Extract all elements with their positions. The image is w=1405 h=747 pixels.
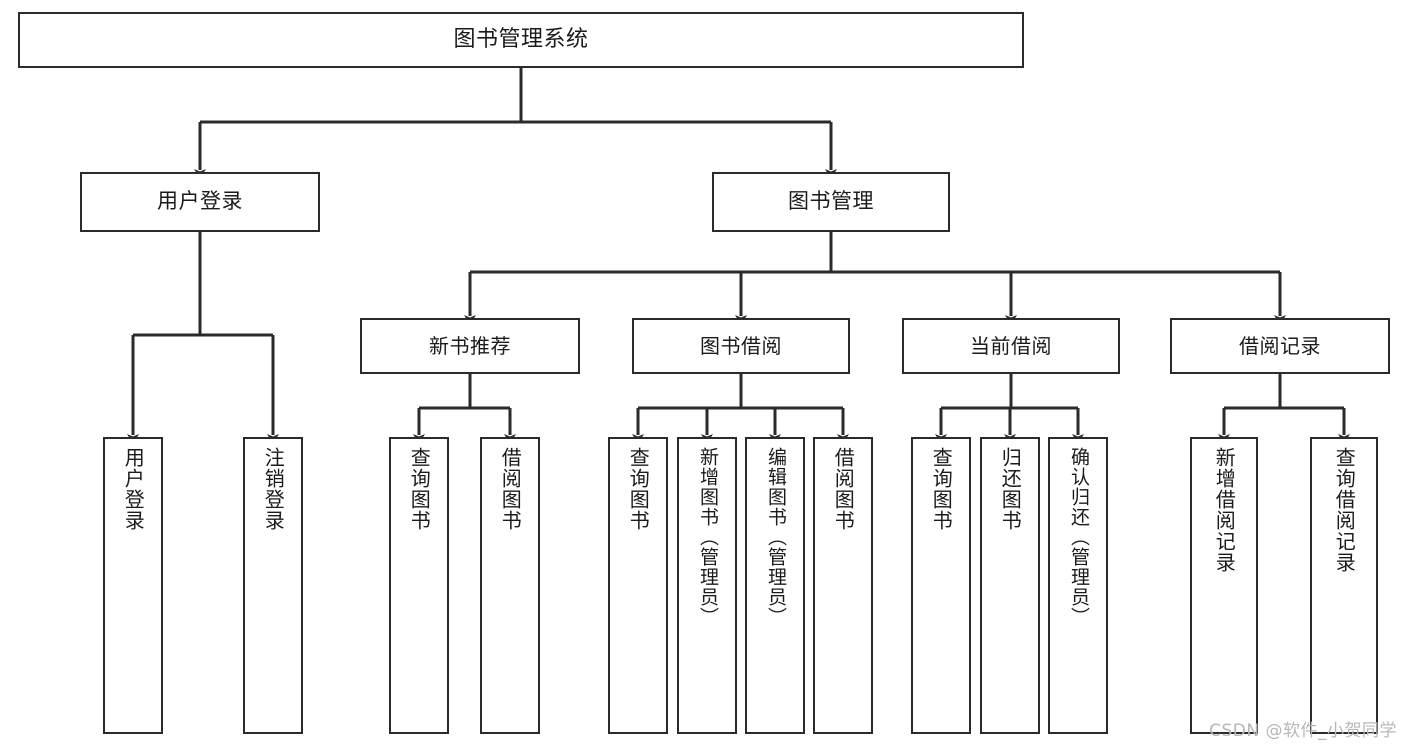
node-leaf-confirm-return[interactable]: 确认归还（管理员）	[1048, 437, 1108, 734]
node-leaf-query-book-3[interactable]: 查询图书	[911, 437, 971, 734]
node-leaf-user-logout[interactable]: 注销登录	[243, 437, 303, 734]
node-borrow-record[interactable]: 借阅记录	[1170, 318, 1390, 374]
node-leaf-query-book-2[interactable]: 查询图书	[608, 437, 668, 734]
node-leaf-query-record[interactable]: 查询借阅记录	[1310, 437, 1378, 734]
node-label: 借阅图书	[831, 447, 856, 531]
node-label: 归还图书	[998, 447, 1023, 531]
node-leaf-add-book[interactable]: 新增图书（管理员）	[677, 437, 737, 734]
node-user-login[interactable]: 用户登录	[80, 172, 320, 232]
node-leaf-borrow-book-2[interactable]: 借阅图书	[813, 437, 873, 734]
node-leaf-user-login[interactable]: 用户登录	[103, 437, 163, 734]
node-label: 查询图书	[407, 447, 432, 531]
node-label: 图书管理系统	[453, 26, 589, 52]
node-label: 查询图书	[626, 447, 651, 531]
node-label: 当前借阅	[970, 334, 1052, 358]
node-label: 查询图书	[929, 447, 954, 531]
node-book-manage[interactable]: 图书管理	[712, 172, 950, 232]
node-label: 注销登录	[261, 447, 286, 531]
node-label: 用户登录	[157, 189, 243, 214]
node-book-borrow[interactable]: 图书借阅	[632, 318, 850, 374]
node-label: 新书推荐	[429, 334, 511, 358]
node-leaf-edit-book[interactable]: 编辑图书（管理员）	[745, 437, 805, 734]
watermark-text: CSDN @软件_小贺同学	[1209, 721, 1397, 741]
node-label: 借阅记录	[1239, 334, 1321, 358]
node-label: 查询借阅记录	[1332, 447, 1357, 573]
node-label: 确认归还（管理员）	[1067, 447, 1090, 627]
node-leaf-add-record[interactable]: 新增借阅记录	[1190, 437, 1258, 734]
node-label: 借阅图书	[498, 447, 523, 531]
node-leaf-borrow-book-1[interactable]: 借阅图书	[480, 437, 540, 734]
node-label: 新增借阅记录	[1212, 447, 1237, 573]
node-label: 图书借阅	[700, 334, 782, 358]
node-root-system[interactable]: 图书管理系统	[18, 12, 1024, 68]
connector-group	[127, 68, 1350, 444]
node-label: 新增图书（管理员）	[696, 447, 719, 627]
node-label: 用户登录	[121, 447, 146, 531]
node-current-borrow[interactable]: 当前借阅	[902, 318, 1120, 374]
node-new-book-recommend[interactable]: 新书推荐	[360, 318, 580, 374]
node-leaf-return-book[interactable]: 归还图书	[980, 437, 1040, 734]
node-label: 编辑图书（管理员）	[764, 447, 787, 627]
node-label: 图书管理	[788, 189, 874, 214]
node-leaf-query-book-1[interactable]: 查询图书	[389, 437, 449, 734]
